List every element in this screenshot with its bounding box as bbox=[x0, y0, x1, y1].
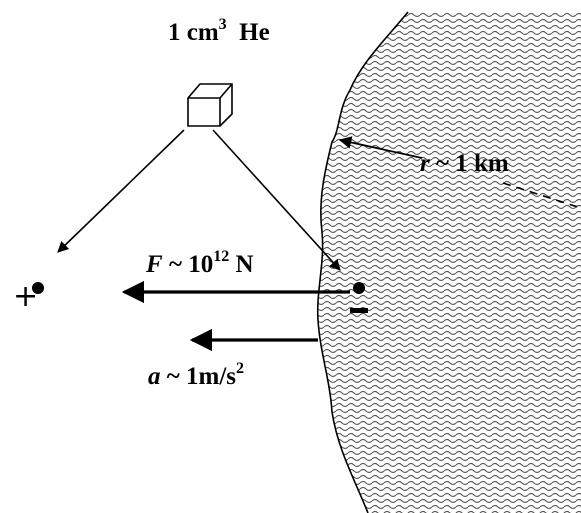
massive-body bbox=[316, 11, 581, 513]
he-cube bbox=[187, 83, 233, 127]
cube-volume-number: 1 bbox=[168, 19, 181, 46]
acceleration-value: 1m/s bbox=[186, 363, 237, 390]
radius-label: r ~ 1 km bbox=[420, 151, 509, 176]
radius-symbol: r bbox=[420, 150, 430, 177]
radius-relation: ~ bbox=[435, 150, 449, 177]
acceleration-exponent: 2 bbox=[236, 360, 245, 377]
force-mantissa: 10 bbox=[188, 251, 214, 278]
negative-charge-dot bbox=[353, 282, 365, 294]
positive-charge-dot bbox=[32, 282, 44, 294]
force-label: F ~ 1012 N bbox=[146, 249, 254, 278]
arrow-to-positive-charge bbox=[57, 129, 185, 253]
cube-volume-unit: cm bbox=[186, 19, 219, 46]
acceleration-relation: ~ bbox=[166, 363, 180, 390]
negative-charge-sign bbox=[350, 308, 368, 313]
cube-volume-exponent: 3 bbox=[218, 16, 227, 33]
cube-label: 1 cm3 He bbox=[168, 17, 270, 46]
force-exponent: 12 bbox=[213, 248, 230, 265]
radius-unit: km bbox=[474, 150, 509, 177]
radius-arrow bbox=[338, 136, 423, 159]
force-symbol: F bbox=[146, 251, 163, 278]
positive-charge-sign: + bbox=[13, 279, 39, 314]
arrow-to-negative-charge bbox=[212, 129, 341, 271]
force-relation: ~ bbox=[168, 251, 182, 278]
radius-value: 1 bbox=[455, 150, 468, 177]
force-unit: N bbox=[235, 251, 254, 278]
acceleration-label: a ~ 1m/s2 bbox=[148, 361, 244, 390]
acceleration-symbol: a bbox=[148, 363, 161, 390]
cube-substance: He bbox=[239, 19, 270, 46]
